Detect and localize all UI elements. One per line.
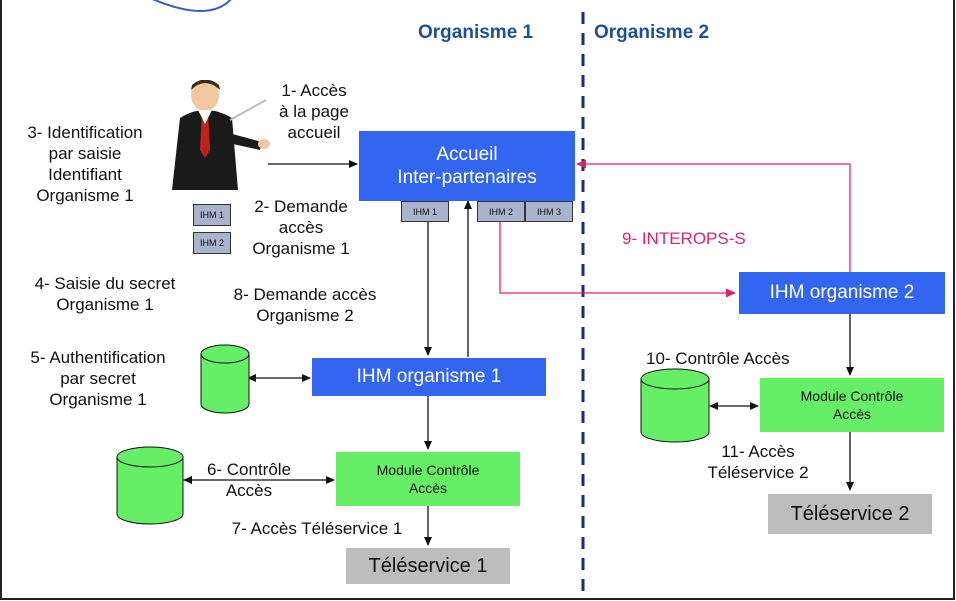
interops-line-to-accueil (576, 159, 851, 272)
accueil-ihm1-tab: IHM 1 (401, 201, 449, 222)
logo-swoosh (152, 0, 232, 12)
ihm-organisme-2-box: IHM organisme 2 (739, 272, 945, 314)
step-9-label: 9- INTEROPS-S (622, 229, 746, 248)
database-icon (116, 446, 184, 525)
organisme-1-title: Organisme 1 (418, 22, 534, 43)
teleservice-2-box: Téléservice 2 (768, 494, 932, 534)
organisme-2-title: Organisme 2 (594, 22, 710, 43)
step-7-label: 7- Accès Téléservice 1 (231, 519, 403, 538)
user-ihm2-tab: IHM 2 (193, 232, 231, 254)
interops-line-to-ihm2 (499, 221, 736, 298)
teleservice-1-box: Téléservice 1 (346, 548, 510, 584)
person-at-computer-icon (172, 80, 270, 190)
accueil-ihm3-tab: IHM 3 (525, 201, 573, 222)
accueil-ihm2-tab: IHM 2 (477, 201, 525, 222)
database-icon (200, 344, 250, 414)
step-10-label: 10- Contrôle Accès (646, 349, 790, 368)
database-icon (640, 368, 710, 443)
user-ihm1-tab: IHM 1 (193, 204, 231, 226)
ihm-organisme-1-box: IHM organisme 1 (312, 358, 546, 396)
